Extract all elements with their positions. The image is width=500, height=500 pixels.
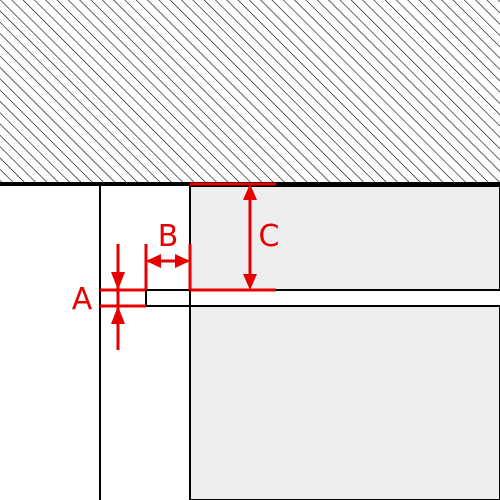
lower-panel — [189, 305, 500, 500]
hatched-top-area — [0, 0, 500, 184]
arrow-head-icon — [111, 306, 125, 324]
dimension-label-b: B — [158, 219, 179, 254]
arrow-head-icon — [175, 254, 190, 268]
dimension-a — [100, 244, 146, 350]
upper-panel — [189, 185, 500, 291]
arrow-head-icon — [111, 272, 125, 290]
dimension-c — [190, 182, 276, 292]
dimension-label-c: C — [259, 219, 280, 254]
arrow-head-icon — [243, 184, 257, 200]
arrow-head-icon — [243, 274, 257, 290]
gap-band — [146, 291, 500, 305]
arrow-head-icon — [146, 254, 161, 268]
dimension-label-a: A — [72, 282, 93, 317]
